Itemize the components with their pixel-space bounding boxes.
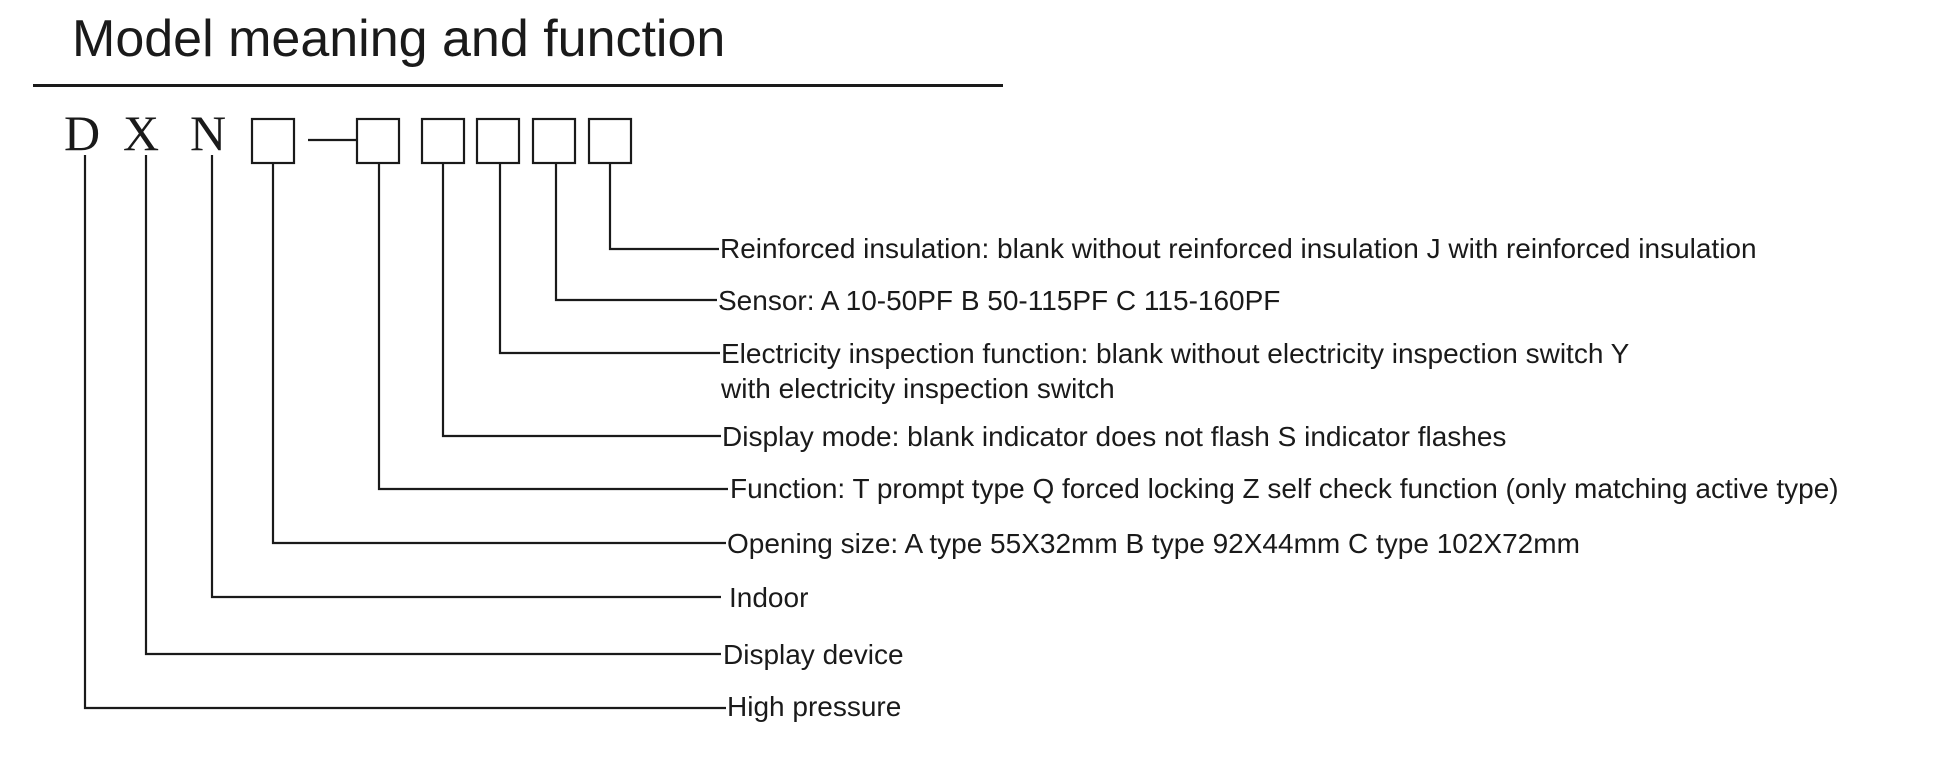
leader-opening-size (271, 163, 726, 545)
code-slot-6 (587, 117, 633, 165)
label-indoor: Indoor (729, 582, 809, 613)
code-slot-3 (420, 117, 466, 165)
page-title: Model meaning and function (72, 10, 726, 68)
leader-display-device (144, 155, 721, 656)
label-electricity-inspection-line2: with electricity inspection switch (721, 373, 1115, 404)
label-display-device: Display device (723, 639, 904, 670)
label-sensor: Sensor: A 10-50PF B 50-115PF C 115-160PF (718, 285, 1281, 316)
label-function: Function: T prompt type Q forced locking… (730, 473, 1839, 504)
code-letter-x: X (123, 105, 160, 161)
label-opening-size: Opening size: A type 55X32mm B type 92X4… (727, 528, 1580, 559)
leader-display-mode (441, 163, 721, 438)
leader-indoor (210, 155, 721, 599)
leader-high-pressure (83, 155, 726, 710)
label-display-mode: Display mode: blank indicator does not f… (722, 421, 1507, 452)
code-letter-n: N (190, 105, 227, 161)
label-reinforced-insulation: Reinforced insulation: blank without rei… (720, 233, 1757, 264)
leader-sensor (554, 163, 717, 302)
leader-reinforced-insulation (608, 163, 719, 251)
title-underline (33, 84, 1003, 87)
label-high-pressure: High pressure (727, 691, 902, 722)
code-slot-2 (355, 117, 401, 165)
code-slot-1 (250, 117, 296, 165)
code-slot-5 (531, 117, 577, 165)
leader-electricity-inspection (498, 163, 720, 355)
leader-function (377, 163, 728, 491)
code-slot-4 (475, 117, 521, 165)
label-electricity-inspection-line1: Electricity inspection function: blank w… (721, 338, 1630, 369)
code-letter-d: D (64, 105, 101, 161)
